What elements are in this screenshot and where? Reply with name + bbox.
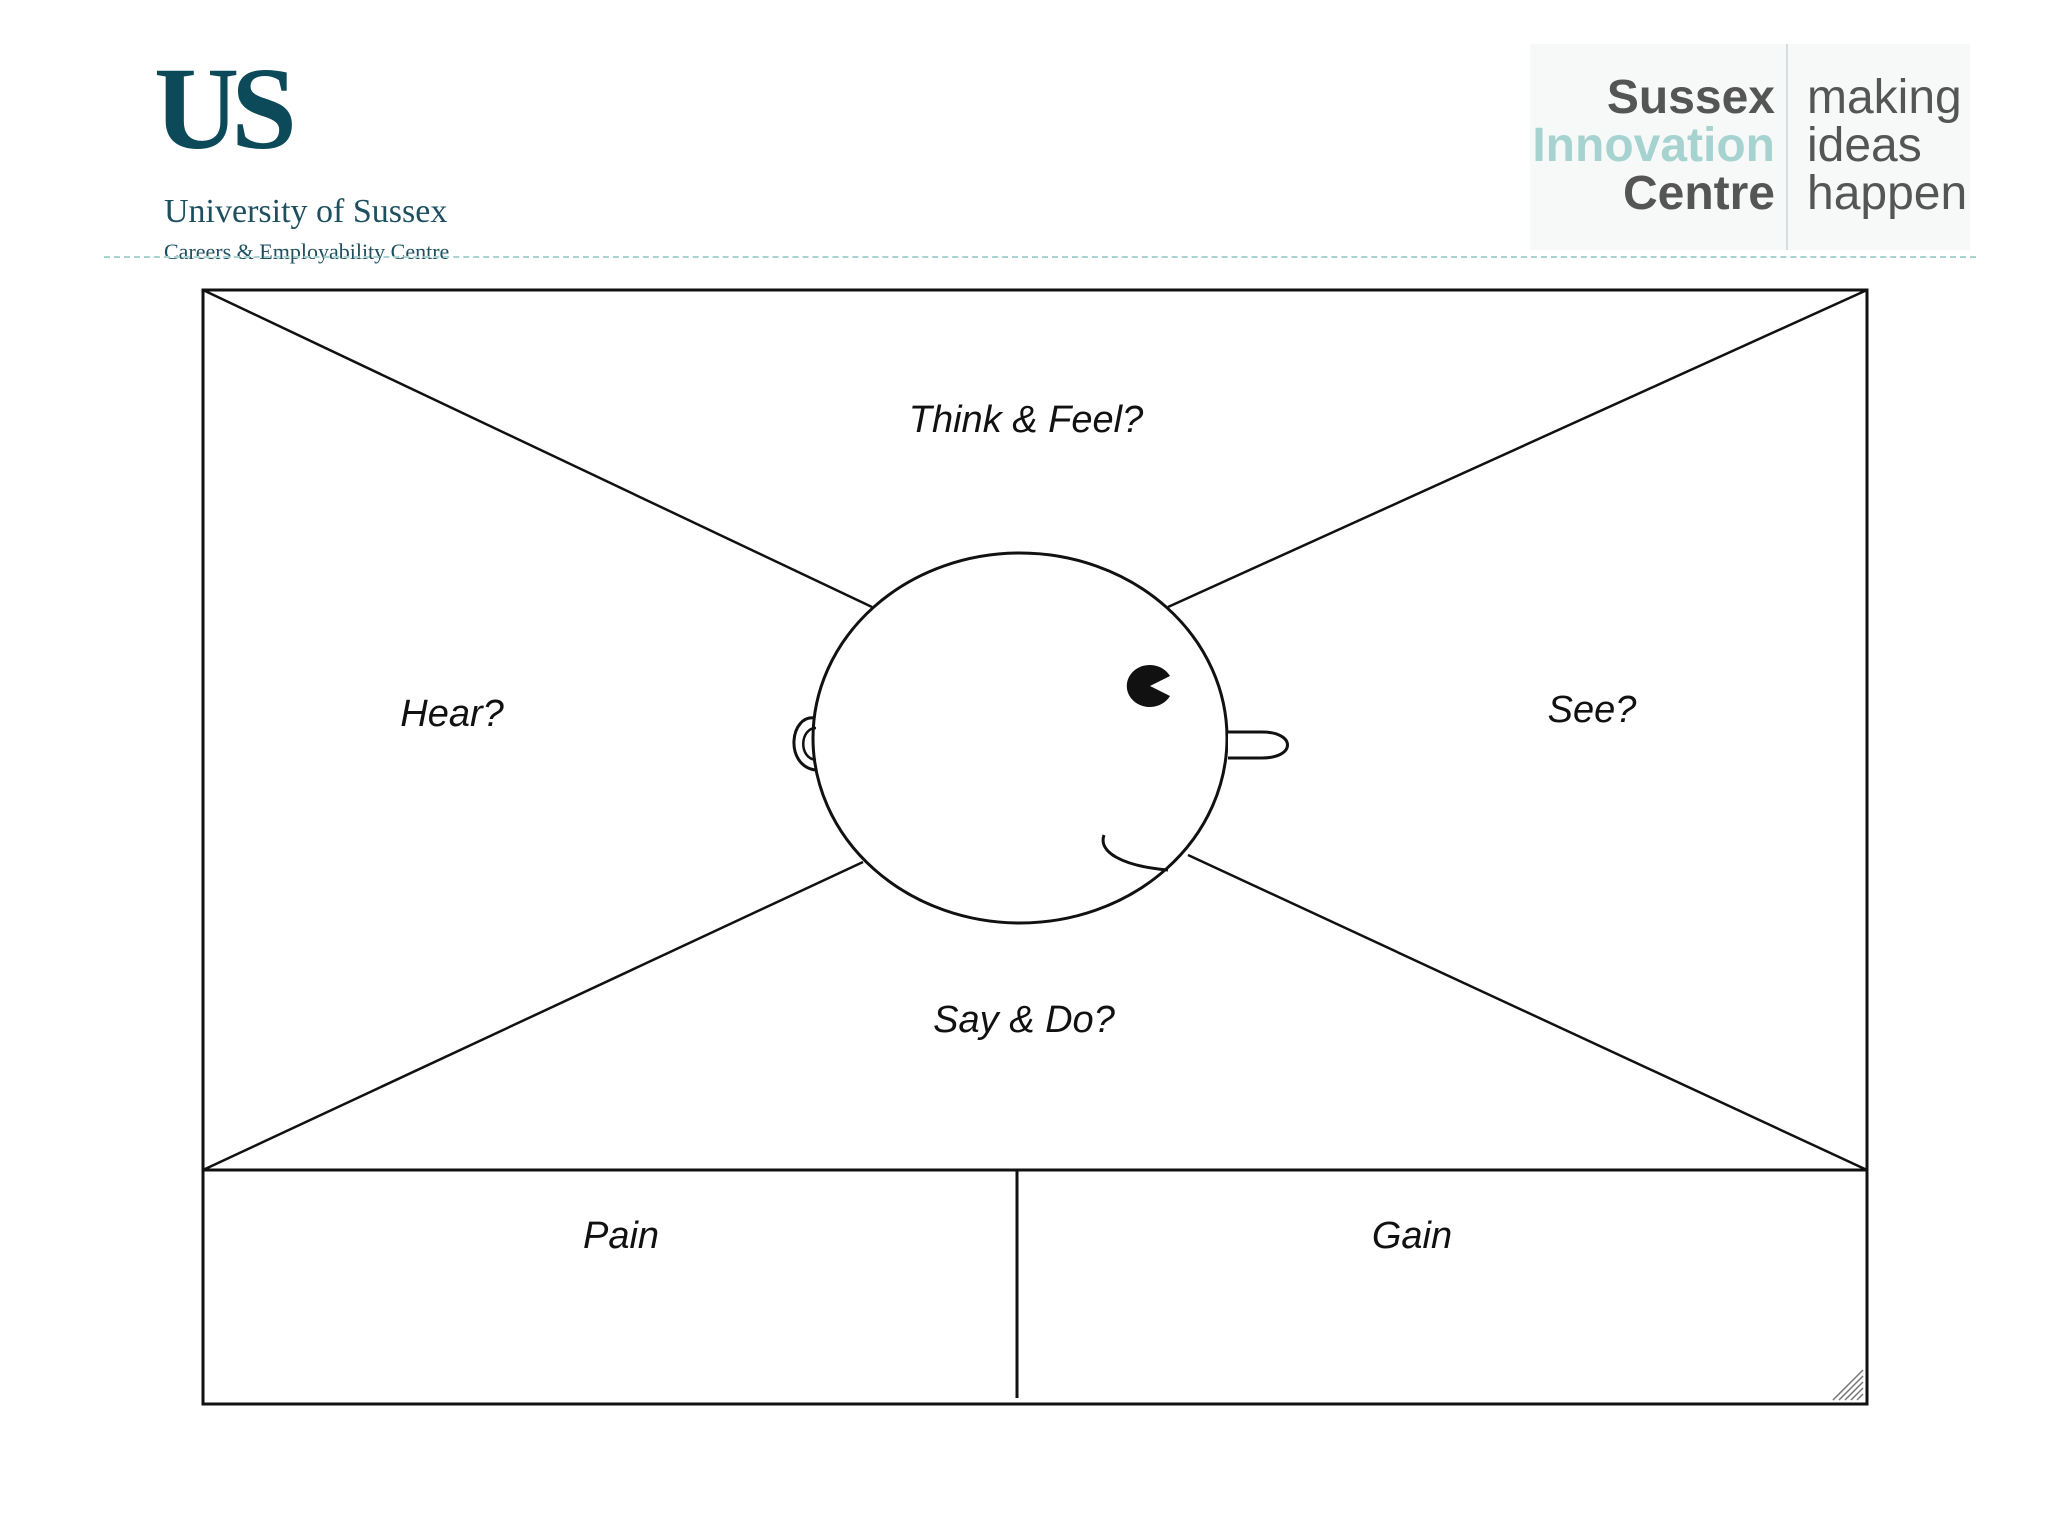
sic-line-centre: Centre [1622, 167, 1775, 220]
gain-label: Gain [1371, 1215, 1453, 1257]
sic-line-innovation: Innovation [1532, 119, 1775, 172]
resize-grip-icon [1832, 1369, 1864, 1401]
sussex-innovation-centre-logo: Sussex Innovation Centre making ideas ha… [1530, 44, 1970, 250]
header-dashed-divider [104, 256, 1976, 258]
nose-icon [1228, 730, 1289, 760]
ear-inner-icon [802, 726, 817, 762]
tagline-happen: happen [1807, 167, 1968, 220]
logo-divider [1786, 44, 1788, 250]
ear-icon [792, 716, 816, 772]
diagonal-top-left [202, 288, 873, 609]
map-frame [201, 288, 1869, 1406]
head-outline [811, 551, 1229, 925]
careers-centre-name: Careers & Employability Centre [164, 239, 450, 264]
tagline-ideas: ideas [1807, 119, 1922, 172]
say-do-label: Say & Do? [933, 999, 1115, 1041]
diagonal-bottom-right [1187, 853, 1868, 1172]
eye-icon [1126, 665, 1170, 707]
us-logo-mark: US [154, 43, 297, 174]
sic-tagline: making ideas happen [1807, 74, 1967, 218]
tagline-making: making [1807, 71, 1962, 124]
think-feel-label: Think & Feel? [908, 399, 1144, 441]
see-label: See? [1547, 689, 1637, 731]
university-of-sussex-logo: US University of Sussex Careers & Employ… [150, 43, 550, 264]
pain-label: Pain [582, 1215, 660, 1257]
sic-line-sussex: Sussex [1606, 71, 1775, 124]
diagonal-bottom-left [202, 860, 864, 1172]
diagonal-top-right [1167, 288, 1868, 609]
sic-name: Sussex Innovation Centre [1532, 74, 1775, 218]
hear-label: Hear? [400, 693, 504, 735]
mouth-icon [1101, 834, 1169, 872]
university-name: University of Sussex [164, 193, 448, 230]
